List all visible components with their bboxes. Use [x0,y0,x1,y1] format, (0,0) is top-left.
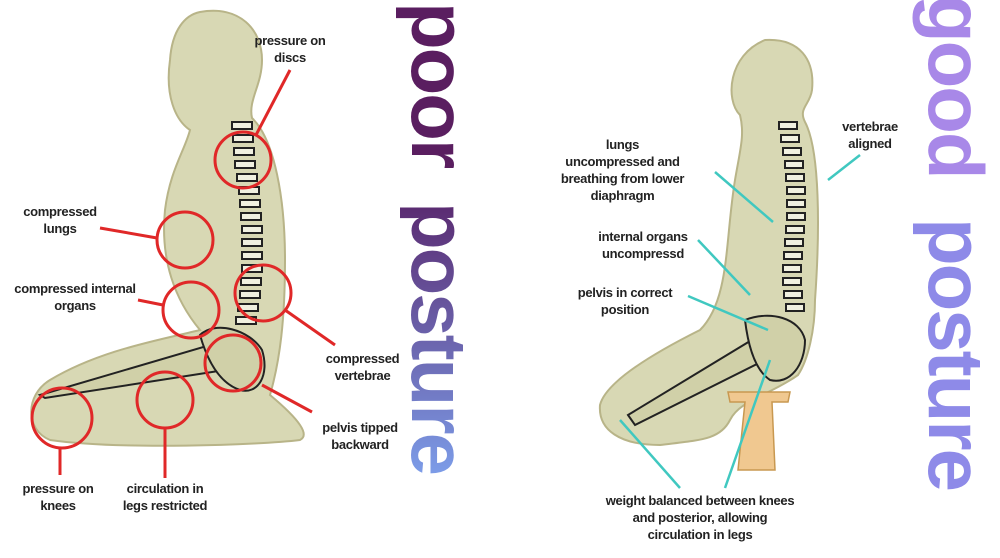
label-vertebrae-aligned: vertebrae aligned [842,119,898,151]
label-pelvis-correct: pelvis in correct position [577,285,673,317]
poor-title: poor [395,2,483,168]
label-compressed-lungs: compressed lungs [23,204,97,236]
label-pelvis-tipped: pelvis tipped backward [322,420,398,452]
label-pressure-on-discs: pressure on discs [254,33,326,65]
poor-posture-title: posture [395,202,483,475]
poor-callouts [30,69,336,478]
spine [778,121,806,312]
label-pressure-on-knees: pressure on knees [22,481,94,513]
good-posture-figure [598,38,861,489]
label-weight-balanced: weight balanced between knees and poster… [605,493,795,542]
label-compressed-vertebrae: compressed vertebrae [325,351,400,383]
kneeling-stool [727,391,791,471]
spine [231,121,263,325]
good-title: good [912,0,1000,178]
label-compressed-organs: compressed internal organs [14,281,136,313]
pelvis-bone [198,326,266,392]
label-organs-uncompressed: internal organs uncompressd [598,229,688,261]
good-posture-title: posture [912,218,1000,491]
poor-posture-figure [30,9,336,478]
label-lungs-uncompressed: lungs uncompressed and breathing from lo… [560,137,685,203]
pelvis-bone [743,314,807,382]
good-callouts [619,154,861,489]
label-circulation-restricted: circulation in legs restricted [122,481,208,513]
